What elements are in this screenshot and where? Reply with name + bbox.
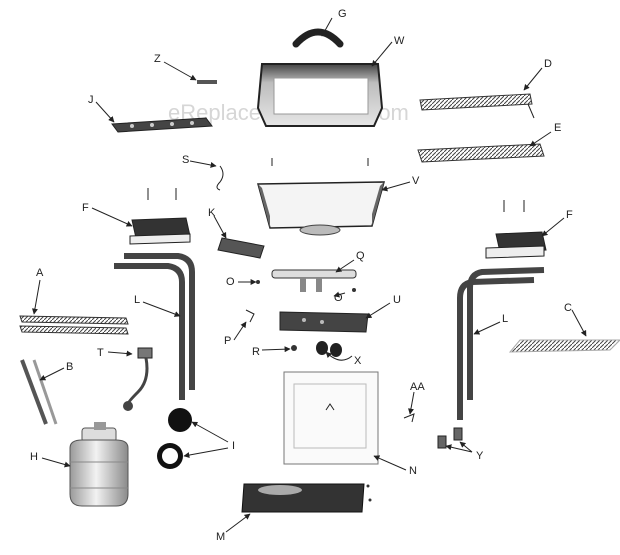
lid-handle: [292, 28, 344, 48]
cooking-grate: [417, 143, 545, 163]
bottom-rack: [19, 315, 129, 335]
label-t: T: [97, 347, 104, 359]
label-y: Y: [476, 450, 484, 462]
heat-plate: [111, 117, 213, 133]
label-l-right: L: [502, 313, 508, 325]
burner-screw-right: [352, 288, 356, 292]
wheel-hubcap: [157, 443, 183, 469]
cart-leg-right: [457, 267, 545, 420]
label-n: N: [409, 465, 417, 477]
label-s: S: [182, 154, 189, 166]
label-aa: AA: [410, 381, 425, 393]
label-h: H: [30, 451, 38, 463]
label-j: J: [88, 94, 94, 106]
grill-lid: [256, 63, 384, 127]
hose-clip: [403, 413, 415, 423]
label-l-left: L: [134, 294, 140, 306]
label-z: Z: [154, 53, 161, 65]
leg-levelers: [437, 427, 463, 449]
label-a: A: [36, 267, 44, 279]
wheel: [168, 408, 192, 432]
label-e: E: [554, 122, 561, 134]
side-shelf-left: [129, 188, 191, 245]
cart-leg-left: [114, 253, 195, 400]
warming-rack: [419, 93, 535, 119]
label-f-right: F: [566, 209, 573, 221]
label-m: M: [216, 531, 225, 543]
valve-fitting: [291, 345, 297, 351]
label-b: B: [66, 361, 73, 373]
heat-indicator-part: [197, 80, 217, 84]
label-u: U: [393, 294, 401, 306]
side-rack: [508, 339, 620, 353]
cabinet-door: [283, 371, 379, 465]
side-brackets: [20, 359, 58, 425]
control-bracket: [279, 311, 369, 333]
label-d: D: [544, 58, 552, 70]
leader-lines: [31, 17, 587, 533]
spring-clip: [216, 165, 224, 191]
label-f-left: F: [82, 202, 89, 214]
cart-base: [241, 483, 372, 513]
control-panel: [217, 237, 265, 259]
igniter-button: [245, 309, 255, 323]
side-shelf-right: [485, 200, 547, 259]
label-x: X: [354, 355, 362, 367]
regulator-hose: [123, 347, 153, 411]
label-p: P: [224, 335, 231, 347]
label-o-right: O: [334, 292, 343, 304]
label-r: R: [252, 346, 260, 358]
label-o-left: O: [226, 276, 235, 288]
control-knobs: [316, 341, 342, 357]
label-c: C: [564, 302, 572, 314]
label-q: Q: [356, 250, 365, 262]
burner-screw-left: [256, 280, 260, 284]
burner: [271, 269, 357, 292]
label-i: I: [232, 440, 235, 452]
label-w: W: [394, 35, 405, 47]
propane-tank: [69, 422, 129, 507]
label-v: V: [412, 175, 420, 187]
firebox: [257, 158, 385, 236]
label-k: K: [208, 207, 216, 219]
label-g: G: [338, 8, 347, 20]
